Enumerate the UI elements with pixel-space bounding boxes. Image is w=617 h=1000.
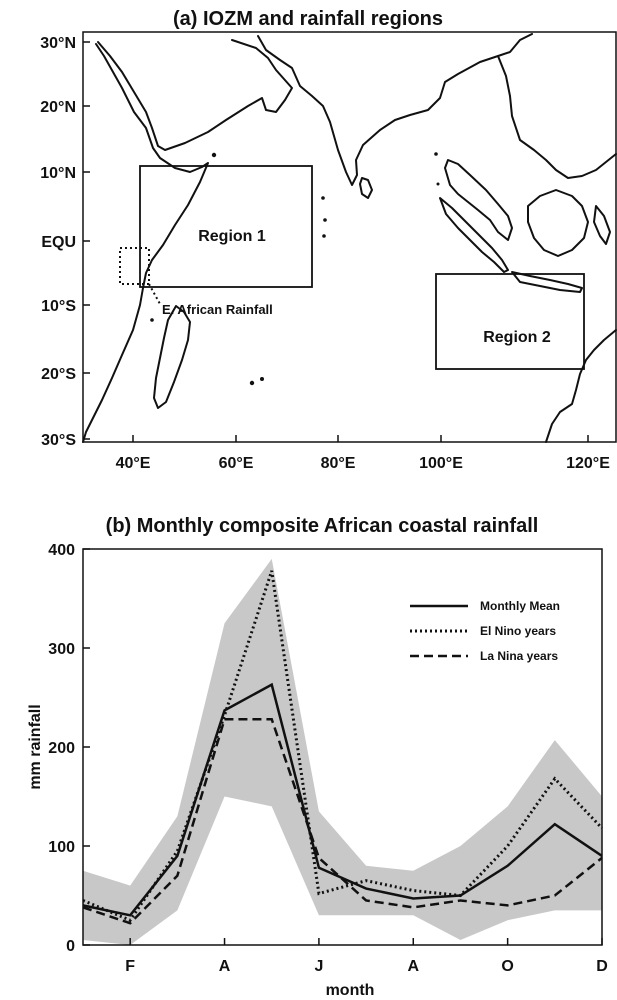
chart-title: (b) Monthly composite African coastal ra… (106, 515, 539, 537)
legend-label: El Nino years (480, 624, 556, 638)
y-tick-label: 300 (48, 641, 75, 658)
chart-panel: 0 100 200 300 400 F A J A O D month mm rainfall M… (27, 542, 608, 999)
india-coast (257, 33, 533, 186)
spread-band-area (83, 558, 602, 945)
map-xtick-label: 100°E (419, 455, 463, 472)
y-axis-label: mm rainfall (27, 704, 44, 789)
y-tick-label: 100 (48, 839, 75, 856)
coastlines (82, 33, 617, 443)
map-ticks: 30°N 20°N 10°N EQU 10°S 20°S 30°S 40°E 60°E 80°E 1… (40, 35, 610, 472)
y-tick-label: 400 (48, 542, 75, 559)
region1-label: Region 1 (198, 228, 266, 245)
spread-band (83, 558, 602, 945)
map-xtick-label: 80°E (321, 455, 356, 472)
sulawesi (593, 205, 611, 245)
map-ytick-label: EQU (41, 234, 76, 251)
x-axis-label: month (326, 982, 375, 999)
map-panel: Region 1 Region 2 E. African Rainfall 30… (40, 31, 617, 472)
map-ytick-label: 10°S (41, 298, 76, 315)
borneo (527, 189, 589, 257)
legend: Monthly Mean El Nino years La Nina years (410, 599, 560, 663)
series-lines (82, 570, 604, 925)
y-tick-label: 0 (66, 938, 75, 955)
arabia-coast (97, 39, 293, 151)
region2-box (435, 273, 585, 370)
x-tick-label: D (596, 958, 608, 975)
region2-label: Region 2 (483, 329, 551, 346)
legend-label: La Nina years (480, 649, 558, 663)
map-xtick-label: 60°E (219, 455, 254, 472)
rainfall-box (119, 247, 150, 285)
rainfall-pointer (148, 283, 161, 305)
malay-peninsula (444, 159, 513, 241)
legend-label: Monthly Mean (480, 599, 560, 613)
sumatra (439, 197, 509, 273)
series-line-el-nino-years (82, 570, 604, 923)
map-title: (a) IOZM and rainfall regions (173, 8, 443, 30)
x-tick-label: A (407, 958, 419, 975)
sri-lanka (359, 177, 373, 199)
indochina-coast (497, 55, 617, 179)
map-xtick-label: 120°E (566, 455, 610, 472)
map-ytick-label: 30°S (41, 432, 76, 449)
madagascar (153, 305, 191, 409)
x-tick-label: A (219, 958, 231, 975)
map-xtick-label: 40°E (116, 455, 151, 472)
map-ytick-label: 30°N (40, 35, 76, 52)
map-frame (82, 31, 617, 443)
region1-box (139, 165, 313, 288)
rainfall-label: E. African Rainfall (162, 302, 273, 317)
map-ytick-label: 20°N (40, 99, 76, 116)
java (511, 271, 583, 293)
x-tick-label: J (314, 958, 323, 975)
series-line-la-nina-years (82, 718, 603, 925)
australia-coast (545, 329, 617, 443)
map-ytick-label: 20°S (41, 366, 76, 383)
y-axis-ticks: 0 100 200 300 400 (48, 542, 90, 955)
y-tick-label: 200 (48, 740, 75, 757)
africa-coast (82, 43, 209, 443)
x-tick-label: F (125, 958, 135, 975)
x-tick-label: O (501, 958, 513, 975)
map-ytick-label: 10°N (40, 165, 76, 182)
